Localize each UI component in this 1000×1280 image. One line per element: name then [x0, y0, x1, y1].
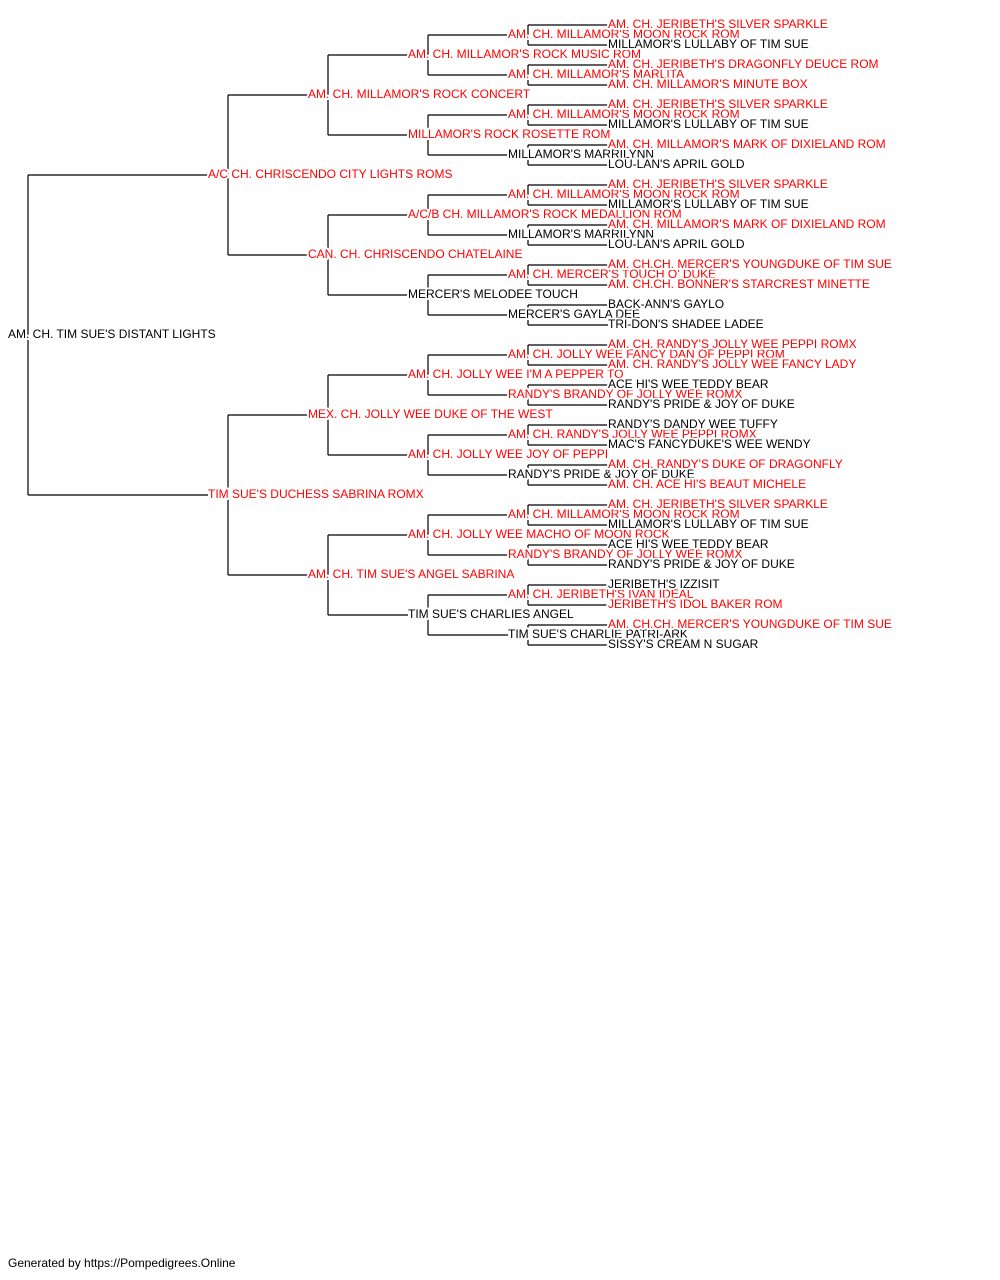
ancestor-gen4-name: RANDY'S PRIDE & JOY OF DUKE	[508, 467, 695, 481]
ancestor-gen1-name: A/C CH. CHRISCENDO CITY LIGHTS ROMS	[208, 167, 452, 181]
ancestor-gen5-name: RANDY'S PRIDE & JOY OF DUKE	[608, 397, 795, 411]
ancestor-gen5-name: AM. CH. MILLAMOR'S MINUTE BOX	[608, 77, 808, 91]
ancestor-gen5-name: AM. CH. ACE HI'S BEAUT MICHELE	[608, 477, 806, 491]
ancestor-gen5-name: SISSY'S CREAM N SUGAR	[608, 637, 759, 651]
ancestor-gen5-name: TRI-DON'S SHADEE LADEE	[608, 317, 764, 331]
ancestor-gen4-name: AM. CH. MILLAMOR'S MOON ROCK ROM	[508, 107, 740, 121]
ancestor-gen5-name: AM. CH. MILLAMOR'S MARK OF DIXIELAND ROM	[608, 217, 886, 231]
ancestor-gen5-name: AM. CH. JERIBETH'S SILVER SPARKLE	[608, 17, 828, 31]
ancestor-gen4-name: AM. CH. MERCER'S TOUCH O' DUKE	[508, 267, 716, 281]
ancestor-gen4-name: MILLAMOR'S MARRILYNN	[508, 227, 654, 241]
ancestor-gen3-name: AM. CH. JOLLY WEE MACHO OF MOON ROCK	[408, 527, 670, 541]
ancestor-gen5-name: AM. CH. JERIBETH'S SILVER SPARKLE	[608, 497, 828, 511]
ancestor-gen3-name: MERCER'S MELODEE TOUCH	[408, 287, 578, 301]
ancestor-gen5-name: ACE HI'S WEE TEDDY BEAR	[608, 377, 769, 391]
ancestor-gen4-name: TIM SUE'S CHARLIE PATRI-ARK	[508, 627, 688, 641]
ancestor-gen1-name: TIM SUE'S DUCHESS SABRINA ROMX	[208, 487, 424, 501]
ancestor-gen4-name: AM. CH. JOLLY WEE FANCY DAN OF PEPPI ROM	[508, 347, 785, 361]
ancestor-gen5-name: BACK-ANN'S GAYLO	[608, 297, 724, 311]
ancestor-gen5-name: RANDY'S PRIDE & JOY OF DUKE	[608, 557, 795, 571]
ancestor-gen3-name: AM. CH. JOLLY WEE JOY OF PEPPI	[408, 447, 608, 461]
ancestor-gen5-name: JERIBETH'S IDOL BAKER ROM	[608, 597, 783, 611]
ancestor-gen5-name: LOU-LAN'S APRIL GOLD	[608, 237, 745, 251]
ancestor-gen5-name: AM. CH. RANDY'S DUKE OF DRAGONFLY	[608, 457, 843, 471]
ancestor-gen4-name: AM. CH. MILLAMOR'S MOON ROCK ROM	[508, 187, 740, 201]
ancestor-gen5-name: AM. CH. RANDY'S JOLLY WEE PEPPI ROMX	[608, 337, 857, 351]
ancestor-gen5-name: AM. CH.CH. MERCER'S YOUNGDUKE OF TIM SUE	[608, 617, 892, 631]
pedigree-connector-lines	[27, 24, 608, 646]
ancestor-gen5-name: AM. CH. RANDY'S JOLLY WEE FANCY LADY	[608, 357, 856, 371]
ancestor-gen4-name: AM. CH. RANDY'S JOLLY WEE PEPPI ROMX	[508, 427, 757, 441]
subject-name: AM. CH. TIM SUE'S DISTANT LIGHTS	[8, 327, 216, 341]
ancestor-gen5-name: AM. CH.CH. BONNER'S STARCREST MINETTE	[608, 277, 870, 291]
ancestor-gen3-name: MILLAMOR'S ROCK ROSETTE ROM	[408, 127, 610, 141]
ancestor-gen5-name: MILLAMOR'S LULLABY OF TIM SUE	[608, 37, 809, 51]
ancestor-gen4-name: AM. CH. MILLAMOR'S MARLITA	[508, 67, 684, 81]
ancestor-gen5-name: MILLAMOR'S LULLABY OF TIM SUE	[608, 117, 809, 131]
ancestor-gen5-name: JERIBETH'S IZZISIT	[608, 577, 720, 591]
ancestor-gen3-name: AM. CH. MILLAMOR'S ROCK MUSIC ROM	[408, 47, 641, 61]
ancestor-gen3-name: A/C/B CH. MILLAMOR'S ROCK MEDALLION ROM	[408, 207, 682, 221]
ancestor-gen4-name: RANDY'S BRANDY OF JOLLY WEE ROMX	[508, 547, 742, 561]
ancestor-gen2-name: AM. CH. MILLAMOR'S ROCK CONCERT	[308, 87, 531, 101]
ancestor-gen5-name: AM. CH. JERIBETH'S DRAGONFLY DEUCE ROM	[608, 57, 879, 71]
ancestor-gen5-name: AM. CH. JERIBETH'S SILVER SPARKLE	[608, 177, 828, 191]
generated-by-footer: Generated by https://Pompedigrees.Online	[8, 1256, 236, 1270]
ancestor-gen4-name: MILLAMOR'S MARRILYNN	[508, 147, 654, 161]
ancestor-gen2-name: MEX. CH. JOLLY WEE DUKE OF THE WEST	[308, 407, 553, 421]
ancestor-gen4-name: MERCER'S GAYLA DEE	[508, 307, 640, 321]
ancestor-gen5-name: MILLAMOR'S LULLABY OF TIM SUE	[608, 197, 809, 211]
pedigree-labels: AM. CH. TIM SUE'S DISTANT LIGHTS A/C CH. …	[6, 15, 894, 653]
ancestor-gen4-name: AM. CH. MILLAMOR'S MOON ROCK ROM	[508, 27, 740, 41]
ancestor-gen5-name: MAC'S FANCYDUKE'S WEE WENDY	[608, 437, 811, 451]
ancestor-gen4-name: AM. CH. MILLAMOR'S MOON ROCK ROM	[508, 507, 740, 521]
ancestor-gen5-name: MILLAMOR'S LULLABY OF TIM SUE	[608, 517, 809, 531]
ancestor-gen3-name: AM. CH. JOLLY WEE I'M A PEPPER TO	[408, 367, 623, 381]
ancestor-gen3-name: TIM SUE'S CHARLIES ANGEL	[408, 607, 574, 621]
ancestor-gen4-name: RANDY'S BRANDY OF JOLLY WEE ROMX	[508, 387, 742, 401]
ancestor-gen5-name: LOU-LAN'S APRIL GOLD	[608, 157, 745, 171]
ancestor-gen5-name: RANDY'S DANDY WEE TUFFY	[608, 417, 778, 431]
ancestor-gen5-name: AM. CH. MILLAMOR'S MARK OF DIXIELAND ROM	[608, 137, 886, 151]
ancestor-gen4-name: AM. CH. JERIBETH'S IVAN IDEAL	[508, 587, 694, 601]
ancestor-gen5-name: ACE HI'S WEE TEDDY BEAR	[608, 537, 769, 551]
ancestor-gen5-name: AM. CH.CH. MERCER'S YOUNGDUKE OF TIM SUE	[608, 257, 892, 271]
ancestor-gen5-name: AM. CH. JERIBETH'S SILVER SPARKLE	[608, 97, 828, 111]
ancestor-gen2-name: AM. CH. TIM SUE'S ANGEL SABRINA	[308, 567, 514, 581]
ancestor-gen2-name: CAN. CH. CHRISCENDO CHATELAINE	[308, 247, 522, 261]
